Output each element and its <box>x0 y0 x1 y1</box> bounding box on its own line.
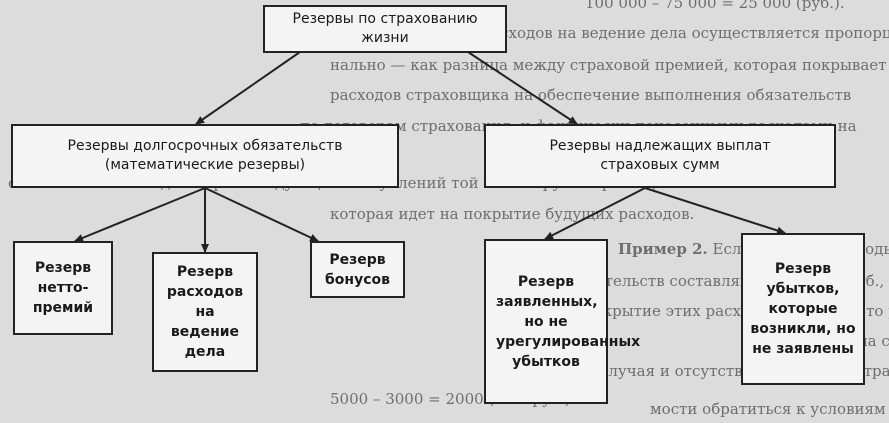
reported-unsettled-reserve-label: Резерв заявленных, но не урегулированных… <box>496 273 641 370</box>
netto-premium-reserve-box: Резерв нетто-премий <box>13 241 113 335</box>
arrow-root-to-left <box>195 51 301 125</box>
right-branch-label: Резервы надлежащих выплат страховых сумм <box>549 138 771 173</box>
expenses-reserve-box: Резерв расходов на ведение дела <box>152 252 258 372</box>
netto-premium-reserve-label: Резерв нетто-премий <box>32 260 94 316</box>
root-label: Резервы по страхованию жизни <box>292 11 478 46</box>
root-box: Резервы по страхованию жизни <box>263 5 507 53</box>
arrow-left-to-bonus <box>204 187 319 242</box>
arrow-left-to-netto <box>74 187 206 242</box>
expenses-reserve-label: Резерв расходов на ведение дела <box>166 264 244 360</box>
incurred-not-reported-reserve-box: Резерв убытков, которые возникли, но не … <box>741 233 865 385</box>
left-branch-box: Резервы долгосрочных обязательств (матем… <box>11 124 399 188</box>
incurred-not-reported-reserve-label: Резерв убытков, которые возникли, но не … <box>750 261 856 357</box>
arrow-right-to-ibnr <box>644 187 786 235</box>
reported-unsettled-reserve-box: Резерв заявленных, но не урегулированных… <box>484 239 641 404</box>
arrow-root-to-right <box>467 51 578 125</box>
left-branch-label: Резервы долгосрочных обязательств (матем… <box>67 138 343 173</box>
bonus-reserve-box: Резерв бонусов <box>310 241 405 298</box>
arrow-right-to-reported <box>544 187 646 240</box>
bonus-reserve-label: Резерв бонусов <box>325 251 390 288</box>
right-branch-box: Резервы надлежащих выплат страховых сумм <box>484 124 836 188</box>
